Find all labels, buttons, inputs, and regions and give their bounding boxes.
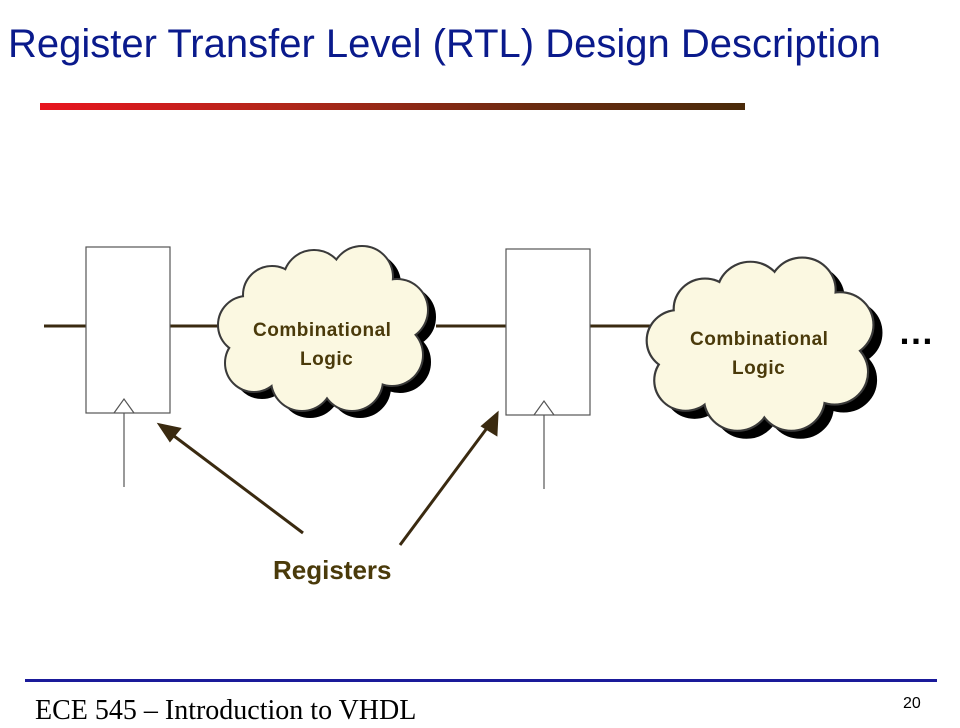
page-number: 20 xyxy=(903,695,921,712)
arrow-to-register-2 xyxy=(398,423,492,546)
slide-title: Register Transfer Level (RTL) Design Des… xyxy=(8,22,881,66)
arrowhead-2 xyxy=(480,410,499,437)
clock-triangle-1 xyxy=(113,397,135,414)
cloud-2-label-line1: Combinational xyxy=(690,329,829,350)
arrowhead-1 xyxy=(156,422,182,443)
cloud-2-label-line2: Logic xyxy=(732,358,786,379)
continuation-ellipsis: … xyxy=(898,311,936,352)
cloud-2-label: Combinational Logic xyxy=(690,325,860,383)
clock-triangle-2 xyxy=(533,399,555,416)
footer-rule xyxy=(25,679,937,682)
title-underline xyxy=(40,103,745,110)
register-1 xyxy=(85,246,171,487)
arrow-to-register-1 xyxy=(169,431,304,535)
register-2 xyxy=(505,248,591,489)
cloud-1-label: Combinational Logic xyxy=(253,316,423,374)
registers-label: Registers xyxy=(273,555,392,585)
cloud-1-label-line2: Logic xyxy=(300,349,354,370)
footer-course-title: ECE 545 – Introduction to VHDL xyxy=(35,695,417,726)
cloud-1-label-line1: Combinational xyxy=(253,320,392,341)
